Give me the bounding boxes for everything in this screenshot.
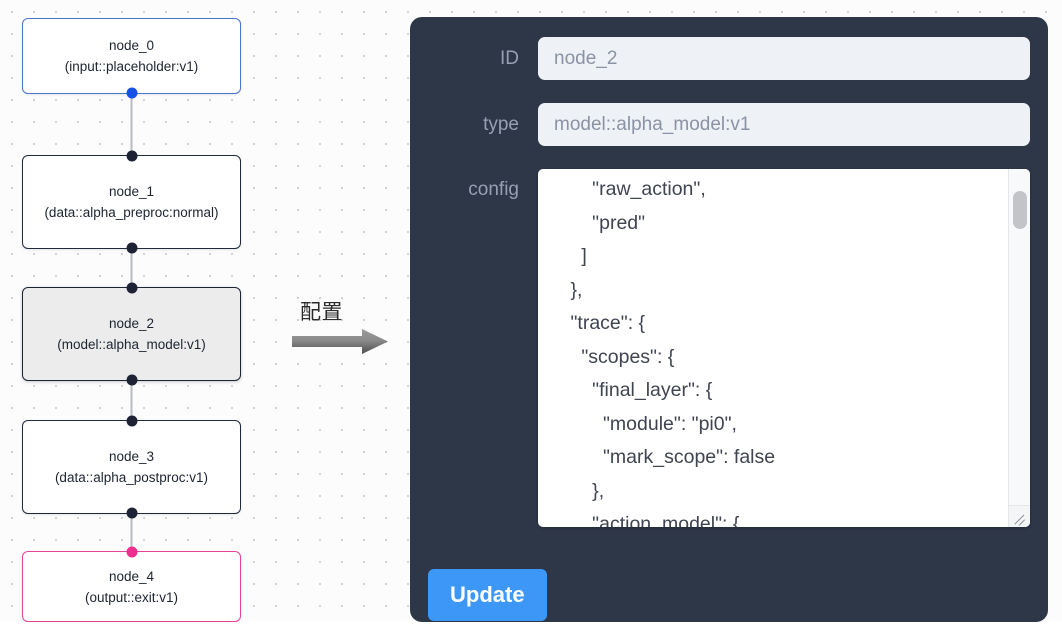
- edge-layer: [130, 94, 133, 551]
- flow-node-node_0[interactable]: node_0 (input::placeholder:v1): [22, 18, 241, 99]
- update-button[interactable]: Update: [428, 569, 547, 621]
- field-row-config: config "raw_action", "pred" ] }, "trace"…: [428, 169, 1030, 527]
- node-title: node_1: [108, 184, 155, 199]
- id-input[interactable]: [538, 37, 1030, 80]
- config-textarea-wrapper[interactable]: "raw_action", "pred" ] }, "trace": { "sc…: [538, 169, 1030, 527]
- node-handle-source[interactable]: [126, 87, 137, 99]
- node-handle-target[interactable]: [126, 282, 137, 294]
- node-handle-source[interactable]: [126, 242, 137, 254]
- node-title: node_3: [108, 449, 155, 464]
- node-subtitle: (model::alpha_model:v1): [57, 337, 206, 352]
- field-row-id: ID: [428, 37, 1030, 80]
- node-handle-source[interactable]: [126, 374, 137, 386]
- node-title: node_4: [108, 568, 155, 584]
- node-subtitle: (data::alpha_preproc:normal): [44, 205, 219, 220]
- node-handle-source[interactable]: [126, 507, 137, 519]
- node-handle-target[interactable]: [126, 415, 137, 427]
- node-title: node_0: [108, 38, 155, 53]
- node-subtitle: (input::placeholder:v1): [64, 59, 199, 74]
- field-row-type: type: [428, 103, 1030, 146]
- flow-canvas[interactable]: node_0 (input::placeholder:v1) node_1 (d…: [0, 0, 1062, 622]
- id-label: ID: [500, 47, 519, 69]
- node-handle-target[interactable]: [126, 150, 137, 162]
- config-textarea[interactable]: "raw_action", "pred" ] }, "trace": { "sc…: [570, 178, 776, 527]
- flow-node-node_4[interactable]: node_4 (output::exit:v1): [22, 546, 241, 622]
- annotation-group: 配置: [292, 296, 402, 358]
- node-config-panel: ID type config "raw_action", "pred" ] },…: [410, 17, 1048, 622]
- node-handle-target[interactable]: [126, 546, 137, 558]
- type-input[interactable]: [538, 103, 1030, 146]
- config-label: config: [468, 179, 519, 200]
- right-arrow-icon: [292, 329, 388, 354]
- flow-node-node_3[interactable]: node_3 (data::alpha_postproc:v1): [22, 415, 241, 519]
- scrollbar-thumb[interactable]: [1013, 191, 1027, 229]
- flow-node-node_1[interactable]: node_1 (data::alpha_preproc:normal): [22, 150, 241, 254]
- config-vertical-scrollbar[interactable]: [1008, 169, 1030, 527]
- flow-node-node_2[interactable]: node_2 (model::alpha_model:v1): [22, 282, 241, 386]
- node-subtitle: (output::exit:v1): [84, 589, 179, 605]
- node-subtitle: (data::alpha_postproc:v1): [54, 470, 209, 485]
- node-title: node_2: [108, 316, 155, 331]
- annotation-label: 配置: [300, 301, 343, 324]
- resize-corner-icon[interactable]: [1008, 505, 1030, 527]
- type-label: type: [483, 113, 519, 135]
